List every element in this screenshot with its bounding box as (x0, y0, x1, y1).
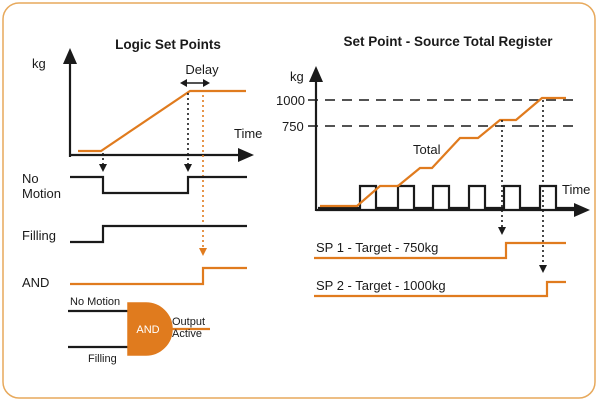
filling-pulse-train (318, 184, 574, 210)
delay-right-arrow-icon (203, 79, 210, 87)
motion-drop-arrow-2-icon (184, 164, 192, 172)
sp1-drop-arrow-icon (498, 227, 506, 235)
and-gate-body (127, 302, 173, 356)
signal-label-filling: Filling (22, 228, 56, 243)
sp2-label: SP 2 - Target - 1000kg (316, 278, 446, 293)
signal-label-no: No (22, 171, 39, 186)
sp1-label: SP 1 - Target - 750kg (316, 240, 438, 255)
level-1000-label: 1000 (276, 93, 305, 108)
left-axes (63, 48, 254, 162)
filling-waveform (70, 224, 247, 244)
total-curve-label: Total (413, 142, 441, 157)
sp2-drop-arrow-icon (539, 265, 547, 273)
left-weight-curve (78, 89, 246, 153)
signal-label-motion: Motion (22, 186, 61, 201)
gate-label: AND (136, 324, 159, 336)
sp1-waveform (314, 241, 566, 260)
right-y-axis-arrow-icon (309, 66, 323, 82)
motion-drop-arrow-1-icon (99, 164, 107, 172)
delay-left-arrow-icon (180, 79, 187, 87)
and-waveform (70, 266, 247, 286)
and-drop-arrow-icon (199, 248, 207, 256)
right-panel-title: Set Point - Source Total Register (343, 34, 553, 49)
signal-label-and: AND (22, 275, 49, 290)
and-gate-symbol (68, 302, 210, 356)
right-y-axis-label: kg (290, 69, 304, 84)
logic-set-points-panel: Logic Set Points kg Time Delay No Motion… (22, 37, 262, 365)
left-x-axis-label: Time (234, 126, 262, 141)
left-x-axis-arrow-icon (238, 148, 254, 162)
level-750-label: 750 (282, 119, 304, 134)
source-total-register-panel: Set Point - Source Total Register kg Tim… (276, 34, 590, 298)
no-motion-waveform (70, 175, 247, 195)
delay-label: Delay (185, 62, 219, 77)
gate-output-label-line1: Output (172, 316, 205, 328)
left-y-axis-arrow-icon (63, 48, 77, 64)
gate-output-label-line2: Active (172, 328, 202, 340)
total-curve (320, 96, 566, 208)
gate-input-top-label: No Motion (70, 296, 120, 308)
sp2-waveform (314, 280, 566, 298)
right-x-axis-label: Time (562, 182, 590, 197)
gate-input-bottom-label: Filling (88, 353, 117, 365)
left-panel-title: Logic Set Points (115, 37, 221, 52)
right-x-axis-arrow-icon (574, 203, 590, 217)
left-y-axis-label: kg (32, 56, 46, 71)
